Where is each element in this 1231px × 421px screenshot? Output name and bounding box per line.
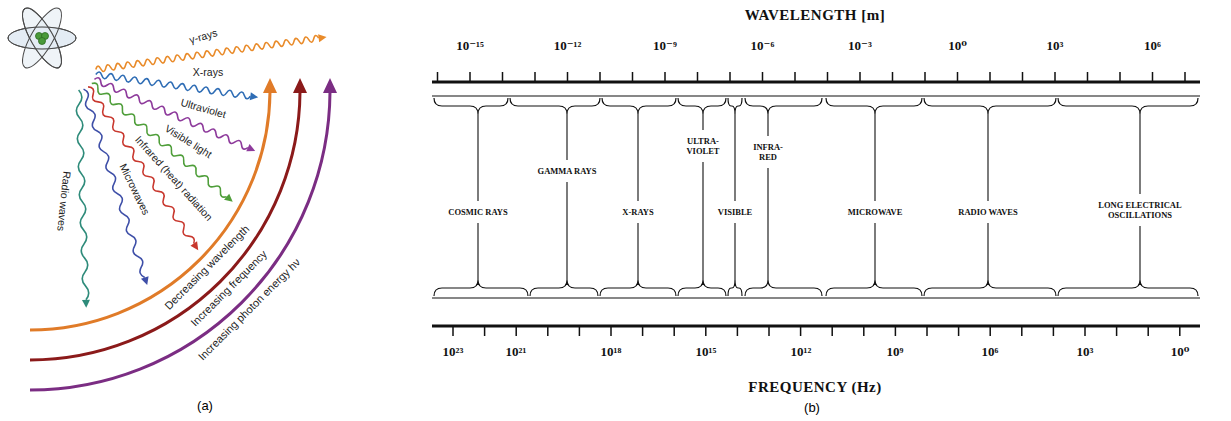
tick-label: 10³ xyxy=(1077,344,1094,360)
arrow-head xyxy=(250,92,259,101)
wave-label: X-rays xyxy=(193,66,223,79)
ultraviolet-wave xyxy=(93,76,257,155)
tick-label: 10⁰ xyxy=(1171,344,1190,360)
band-leader xyxy=(478,114,1140,280)
infrared-wave xyxy=(85,85,202,253)
tick-label: 10⁻¹² xyxy=(554,38,582,54)
wave-line xyxy=(93,77,249,151)
band-brace xyxy=(434,280,1198,296)
tick-label: 10⁻⁹ xyxy=(653,38,677,54)
tick-label: 10³ xyxy=(1047,38,1064,54)
band-label: INFRA- RED xyxy=(753,142,783,162)
xray-wave xyxy=(95,71,259,102)
arrow-head xyxy=(82,300,90,308)
arrow-head xyxy=(224,194,235,205)
radio-wave xyxy=(75,90,91,308)
bracket-rule xyxy=(432,95,1200,96)
tick-label: 10⁰ xyxy=(948,38,967,54)
band-label: X-RAYS xyxy=(622,207,653,217)
arrow-head xyxy=(190,241,201,252)
trend-arc xyxy=(30,92,330,390)
trend-arc xyxy=(30,92,300,360)
arrow-head xyxy=(263,78,277,93)
panel-letter: (a) xyxy=(197,398,213,414)
bracket-rule xyxy=(432,297,1200,298)
band-label: COSMIC RAYS xyxy=(448,207,507,217)
tick-label: 10¹⁵ xyxy=(696,344,717,360)
wave-label: Visible light xyxy=(162,122,214,161)
scale-bar xyxy=(432,81,1200,84)
wave-line xyxy=(95,72,250,100)
tick-label: 10⁹ xyxy=(887,344,904,360)
arrow-head xyxy=(323,78,337,93)
wave-label: Ultraviolet xyxy=(179,95,227,120)
wave-label: γ-rays xyxy=(187,26,218,46)
scale-ticks xyxy=(453,326,1180,336)
panel-letter: (b) xyxy=(804,400,820,416)
band-label: RADIO WAVES xyxy=(958,207,1017,217)
band-label: LONG ELECTRICAL OSCILLATIONS xyxy=(1084,200,1196,220)
arrow-head xyxy=(318,33,327,42)
wave-label: Radio waves xyxy=(55,171,74,232)
atom-orbit xyxy=(15,3,68,73)
tick-label: 10⁶ xyxy=(982,344,999,360)
arrow-head xyxy=(293,78,307,93)
tick-label: 10²¹ xyxy=(506,344,527,360)
nucleus-particle xyxy=(39,38,46,45)
tick-label: 10¹⁸ xyxy=(601,344,622,360)
atom-orbit xyxy=(8,27,76,49)
band-label: MICROWAVE xyxy=(848,207,903,217)
band-brace xyxy=(434,98,1198,114)
atom-orbit xyxy=(15,3,68,73)
tick-label: 10⁻⁶ xyxy=(751,38,775,54)
tick-label: 10⁻³ xyxy=(848,38,872,54)
scale-ticks xyxy=(438,72,1186,82)
wave-line xyxy=(86,85,197,245)
tick-label: 10¹² xyxy=(791,344,812,360)
arrow-head xyxy=(141,276,151,286)
atom-orbit xyxy=(15,3,68,73)
arrow-head xyxy=(246,144,257,155)
band-label: VISIBLE xyxy=(718,207,753,217)
tick-label: 10⁻¹⁵ xyxy=(456,38,484,54)
axis-title: FREQUENCY (Hz) xyxy=(748,378,882,396)
wave-line xyxy=(76,90,89,300)
band-label: GAMMA RAYS xyxy=(538,166,597,176)
wave-label: Microwaves xyxy=(117,161,153,216)
axis-title: WAVELENGTH [m] xyxy=(745,6,886,24)
wave-line xyxy=(90,81,229,199)
visible-wave xyxy=(89,81,235,205)
trend-arc xyxy=(30,92,270,330)
atom-symbol xyxy=(8,3,76,73)
tick-label: 10²³ xyxy=(443,344,464,360)
band-label: ULTRA- VIOLET xyxy=(686,136,719,156)
tick-label: 10⁶ xyxy=(1144,38,1161,54)
